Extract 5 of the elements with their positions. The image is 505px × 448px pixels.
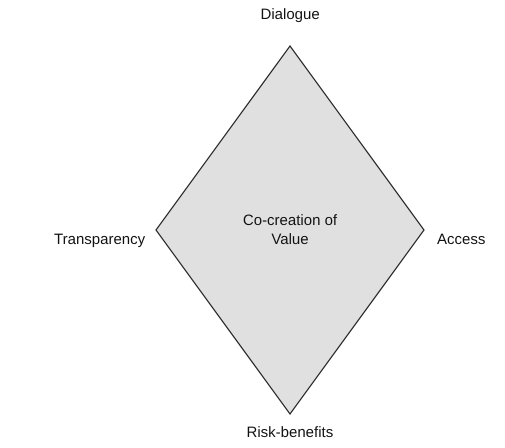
corner-label: Risk-benefits	[246, 424, 334, 441]
corner-label: Dialogue	[260, 6, 320, 23]
center-text: Co-creation of Value	[242, 211, 338, 249]
corner-label: Access	[437, 231, 486, 248]
corner-label: Transparency	[54, 231, 146, 248]
